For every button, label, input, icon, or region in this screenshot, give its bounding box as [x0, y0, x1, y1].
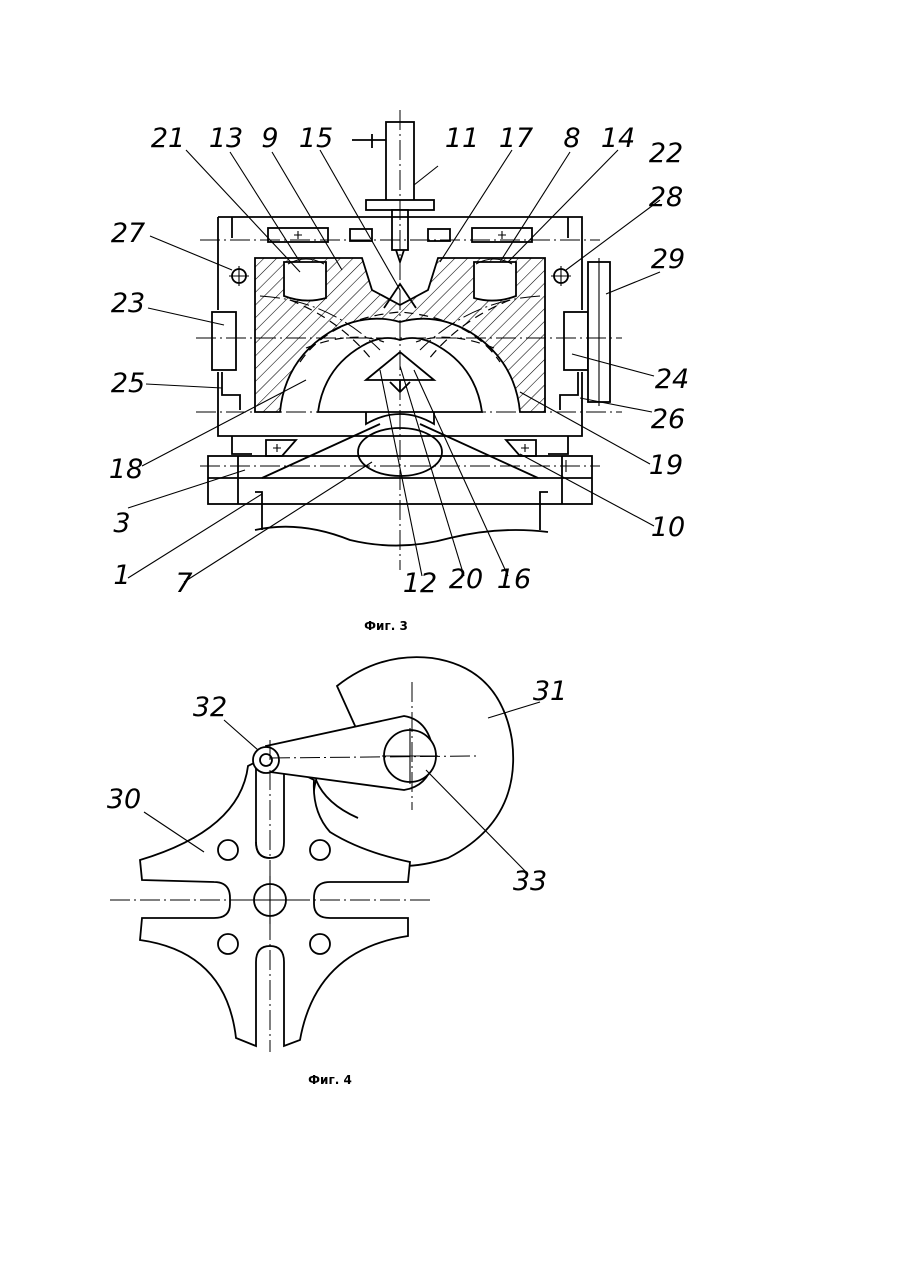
pin-32 [253, 747, 279, 773]
callout-17: 17 [499, 123, 533, 154]
callout-22: 22 [649, 138, 683, 169]
figure-3-caption: Фиг. 3 [364, 619, 408, 633]
figure-4-geneva-mechanism: 32 31 30 33 Фиг. 4 [107, 657, 567, 1087]
callout-23: 23 [111, 288, 145, 319]
callout-11: 11 [445, 123, 479, 154]
callout-25: 25 [111, 368, 145, 399]
callout-18: 18 [109, 454, 143, 485]
callout-10: 10 [651, 512, 685, 543]
callout-16: 16 [497, 564, 531, 595]
callout-7: 7 [175, 568, 192, 599]
callout-9: 9 [261, 123, 278, 154]
callout-24: 24 [655, 364, 689, 395]
callout-31: 31 [533, 676, 567, 707]
callout-12: 12 [403, 568, 437, 599]
callout-3: 3 [113, 508, 130, 539]
callout-26: 26 [651, 404, 685, 435]
callout-29: 29 [651, 244, 685, 275]
callout-1: 1 [113, 560, 130, 591]
callout-20: 20 [449, 564, 483, 595]
bolt-27 [229, 266, 249, 286]
callout-19: 19 [649, 450, 683, 481]
figure-4-caption: Фиг. 4 [308, 1073, 352, 1087]
callout-28: 28 [649, 182, 683, 213]
callout-8: 8 [563, 123, 580, 154]
callout-33: 33 [513, 866, 547, 897]
callout-32: 32 [193, 692, 227, 723]
callout-27: 27 [111, 218, 145, 249]
callout-21: 21 [151, 123, 185, 154]
callout-15: 15 [299, 123, 333, 154]
figure-3-pump-cross-section: 21 13 9 15 11 17 8 14 22 28 27 29 23 24 … [109, 110, 689, 633]
callout-13: 13 [209, 123, 243, 154]
callout-14: 14 [601, 123, 635, 154]
callout-30: 30 [107, 784, 141, 815]
